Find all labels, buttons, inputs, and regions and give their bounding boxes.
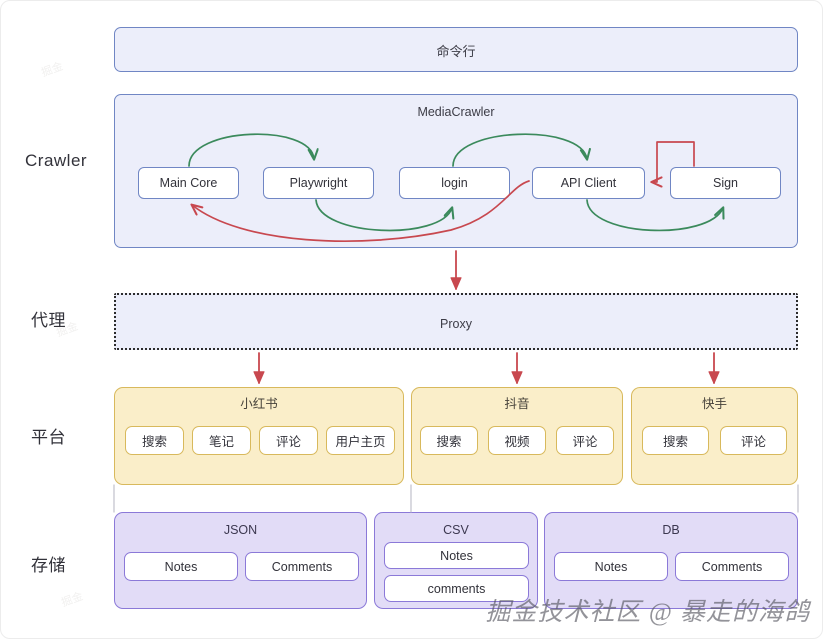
- platform-item-xhs-comments[interactable]: 评论: [259, 426, 318, 455]
- storage-title-csv: CSV: [443, 523, 469, 537]
- storage-item-db-notes[interactable]: Notes: [554, 552, 668, 581]
- node-login[interactable]: login: [399, 167, 510, 199]
- platform-item-xhs-search[interactable]: 搜索: [125, 426, 184, 455]
- platform-title-douyin: 抖音: [504, 397, 530, 411]
- row-label-storage: 存储: [31, 556, 66, 575]
- proxy-panel: Proxy: [114, 293, 798, 350]
- row-label-platform: 平台: [31, 428, 66, 447]
- mediacrawler-title: MediaCrawler: [417, 105, 495, 119]
- platform-item-xhs-user-home[interactable]: 用户主页: [326, 426, 395, 455]
- node-playwright[interactable]: Playwright: [263, 167, 374, 199]
- watermark-tile: 掘金: [59, 590, 85, 610]
- platform-title-kuaishou: 快手: [701, 397, 727, 411]
- storage-item-csv-notes[interactable]: Notes: [384, 542, 529, 569]
- platform-item-ks-comments[interactable]: 评论: [720, 426, 787, 455]
- command-line-label: 命令行: [436, 44, 476, 59]
- row-label-proxy: 代理: [31, 311, 66, 330]
- storage-title-json: JSON: [223, 523, 258, 537]
- platform-item-dy-video[interactable]: 视频: [488, 426, 546, 455]
- storage-item-db-comments[interactable]: Comments: [675, 552, 789, 581]
- platform-item-xhs-notes[interactable]: 笔记: [192, 426, 251, 455]
- proxy-label: Proxy: [440, 317, 472, 331]
- storage-title-db: DB: [662, 523, 680, 537]
- platform-item-dy-comments[interactable]: 评论: [556, 426, 614, 455]
- platform-item-dy-search[interactable]: 搜索: [420, 426, 478, 455]
- storage-item-json-notes[interactable]: Notes: [124, 552, 238, 581]
- command-line-panel[interactable]: 命令行: [114, 27, 798, 72]
- node-sign[interactable]: Sign: [670, 167, 781, 199]
- storage-item-csv-comments[interactable]: comments: [384, 575, 529, 602]
- node-main-core[interactable]: Main Core: [138, 167, 239, 199]
- storage-item-json-comments[interactable]: Comments: [245, 552, 359, 581]
- platform-title-xiaohongshu: 小红书: [240, 397, 278, 411]
- watermark-tile: 掘金: [39, 60, 65, 80]
- platform-item-ks-search[interactable]: 搜索: [642, 426, 709, 455]
- node-api-client[interactable]: API Client: [532, 167, 645, 199]
- row-label-crawler: Crawler: [25, 151, 88, 170]
